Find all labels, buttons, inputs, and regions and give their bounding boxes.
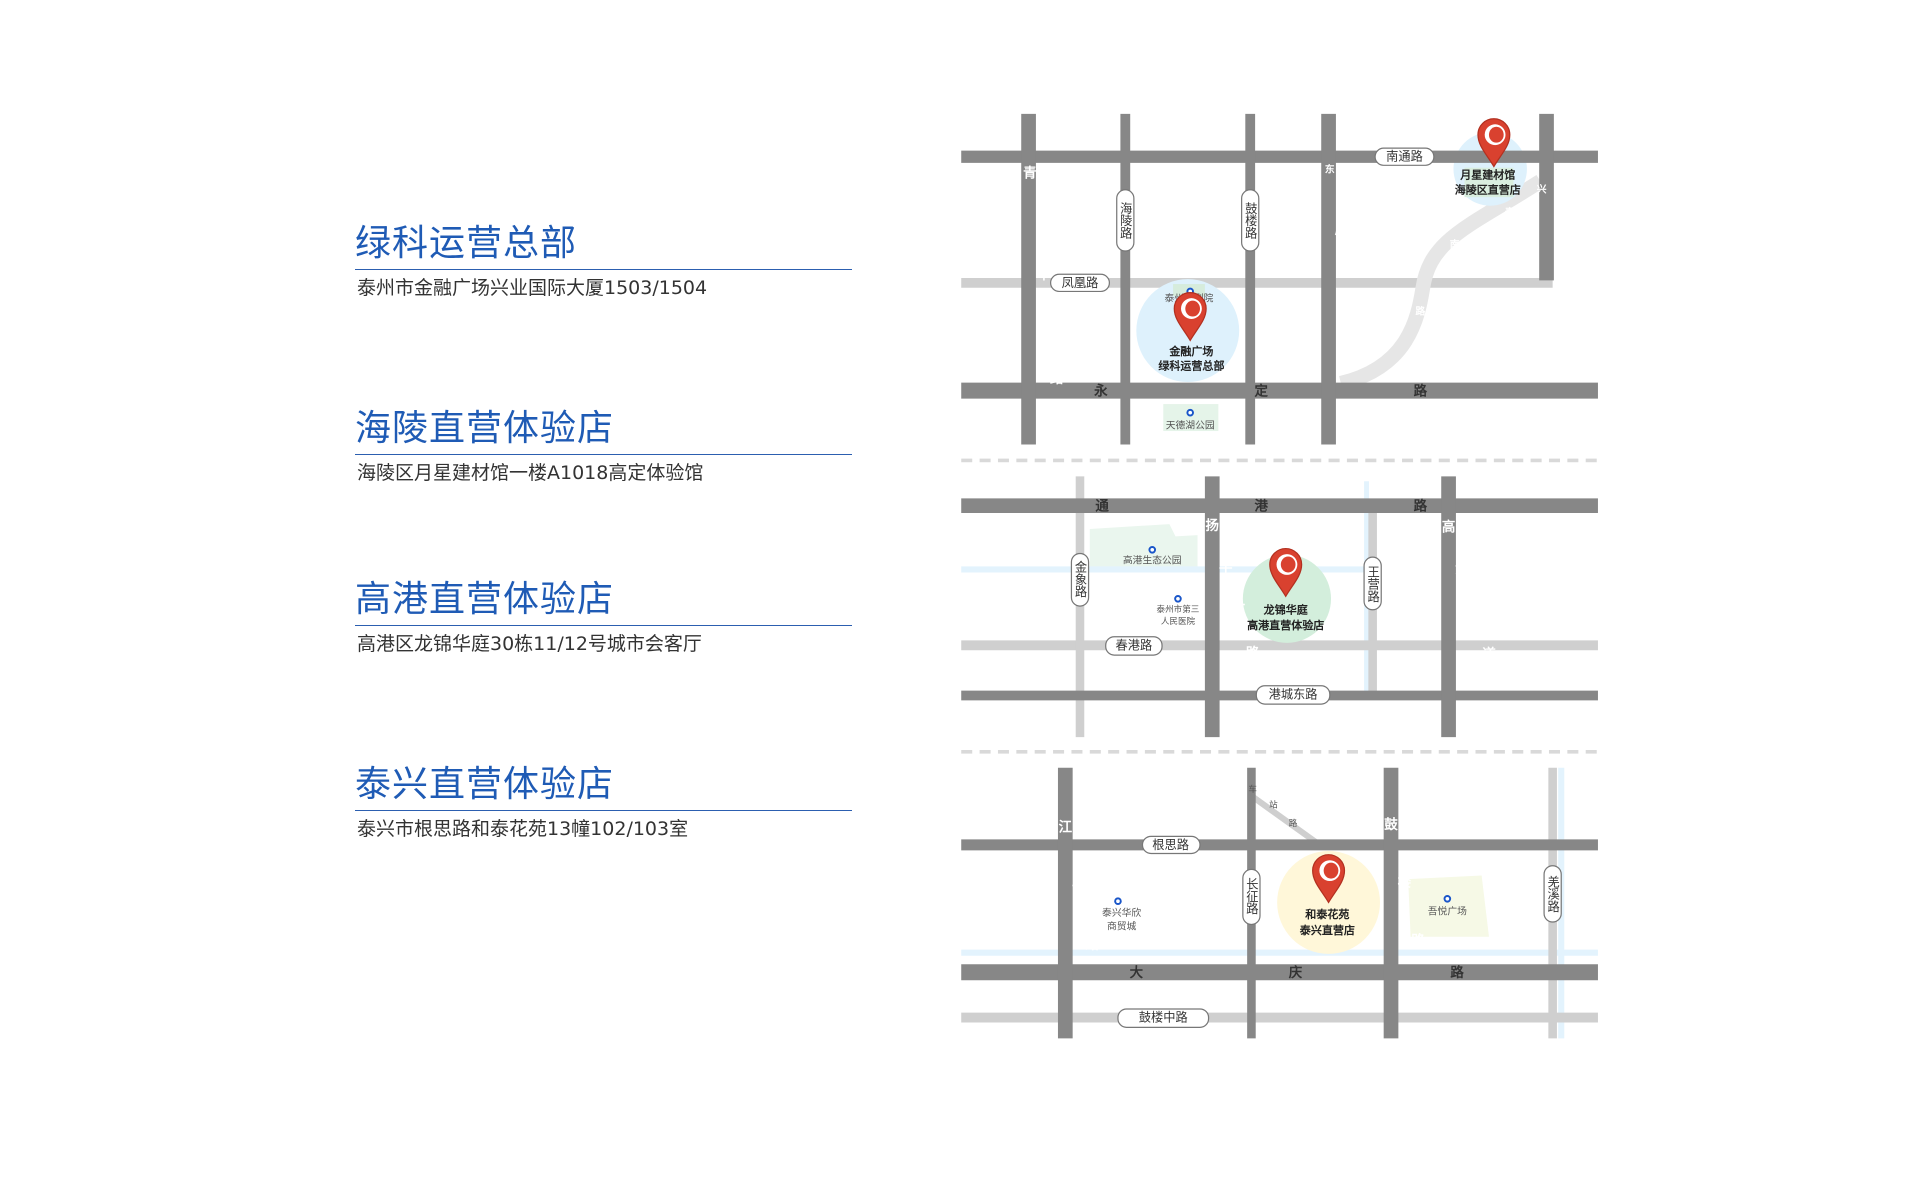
poi-label: 泰兴华欣 [1102, 906, 1141, 919]
road-label-hailing: 海陵路 [1118, 201, 1132, 239]
road-label-wangying: 王营路 [1366, 566, 1380, 603]
map-gaogang-area: 通港路 扬子江路 高港大道 金象路 王营路 春港路 港城东路 高港生态公园 泰州… [961, 476, 1598, 738]
road-label-fenghuang: 凤凰路 [1062, 275, 1099, 290]
road-pill [1117, 1008, 1210, 1028]
road-label-chungang: 春港路 [1116, 637, 1153, 652]
road-label-jinxiang: 金象路 [1073, 560, 1087, 598]
road-pill [1374, 147, 1435, 166]
store-address: 泰兴市根思路和泰花苑13幢102/103室 [357, 818, 689, 840]
road-pill [1242, 868, 1261, 926]
road-label-gulou: 鼓楼路 [1243, 202, 1257, 239]
pin-label: 龙锦华庭 [1263, 602, 1309, 616]
map-taixing-area: 江平路 鼓楼路 大庆路 车站路 根思路 鼓楼中路 长征路 羌溪路 泰兴华欣 商贸… [961, 767, 1598, 1039]
store-title: 绿科运营总部 [355, 223, 578, 264]
poi-label: 人民医院 [1161, 615, 1196, 627]
poi-label: 天德湖公园 [1166, 419, 1215, 432]
poi-label: 商贸城 [1107, 919, 1137, 932]
store-title: 海陵直营体验店 [355, 408, 615, 449]
road-pill [1141, 835, 1201, 855]
road-chezhan [1249, 793, 1319, 845]
road-pill [1105, 636, 1163, 656]
poi-label: 泰州市第三 [1157, 603, 1200, 615]
road-pill [1543, 865, 1562, 923]
pin-label: 和泰花苑 [1305, 907, 1349, 921]
road-label-changzheng: 长征路 [1244, 878, 1258, 915]
green-area [1464, 167, 1514, 198]
road-label-guloumid: 鼓楼中路 [1139, 1010, 1188, 1025]
poi-label: 吾悦广场 [1428, 905, 1467, 918]
store-address: 海陵区月星建材馆一楼A1018高定体验馆 [357, 462, 704, 484]
road-label-chezhan: 车站路 [1248, 783, 1297, 829]
divider [355, 269, 852, 270]
road-pill [1050, 273, 1110, 293]
store-address: 高港区龙锦华庭30栋11/12号城市会客厅 [357, 633, 702, 655]
pin-label: 月星建材馆 [1459, 168, 1515, 182]
poi-marker-icon [1148, 546, 1157, 554]
road-xingtainan [1338, 175, 1545, 391]
store-gaogang: 高港直营体验店 高港区龙锦华庭30栋11/12号城市会客厅 [355, 578, 852, 656]
store-title: 高港直营体验店 [355, 579, 615, 620]
road-label-gensi: 根思路 [1152, 837, 1189, 852]
pin-label: 泰兴直营店 [1299, 923, 1355, 937]
road-label-qiangxi: 羌溪路 [1546, 875, 1560, 912]
pin-label: 绿科运营总部 [1158, 359, 1224, 373]
map-hailing-area: 青年路 东风快速路 永定路 兴泰南路 南通路 凤凰路 海陵路 鼓楼路 泰州大剧院… [961, 113, 1598, 445]
pin-label: 金融广场 [1168, 344, 1213, 358]
road-pill [1363, 556, 1382, 611]
pin-label: 海陵区直营店 [1455, 182, 1521, 196]
road-pill [1070, 552, 1090, 607]
road-label-gangchengdong: 港城东路 [1269, 686, 1318, 701]
store-title: 泰兴直营体验店 [355, 764, 615, 805]
road-pill [1116, 189, 1135, 252]
road-pill [1241, 189, 1260, 252]
plaza-area [1408, 875, 1489, 937]
store-hq: 绿科运营总部 泰州市金融广场兴业国际大厦1503/1504 [355, 222, 852, 300]
poi-marker-icon [1114, 897, 1122, 906]
divider [355, 810, 852, 811]
poi-label: 高港生态公园 [1123, 553, 1182, 566]
road-pill [1255, 685, 1331, 705]
park-area [1163, 404, 1219, 432]
area-highlight [1242, 554, 1332, 643]
divider [355, 625, 852, 626]
store-address: 泰州市金融广场兴业国际大厦1503/1504 [357, 277, 708, 299]
park-area [1089, 524, 1198, 570]
pin-label: 高港直营体验店 [1247, 618, 1324, 632]
divider [355, 454, 852, 455]
poi-marker-icon [1443, 894, 1452, 903]
poi-marker-icon [1186, 408, 1195, 417]
poi-marker-icon [1174, 594, 1182, 603]
store-hailing: 海陵直营体验店 海陵区月星建材馆一楼A1018高定体验馆 [355, 407, 852, 485]
store-taixing: 泰兴直营体验店 泰兴市根思路和泰花苑13幢102/103室 [355, 763, 852, 841]
road-label-nantong: 南通路 [1386, 149, 1423, 164]
